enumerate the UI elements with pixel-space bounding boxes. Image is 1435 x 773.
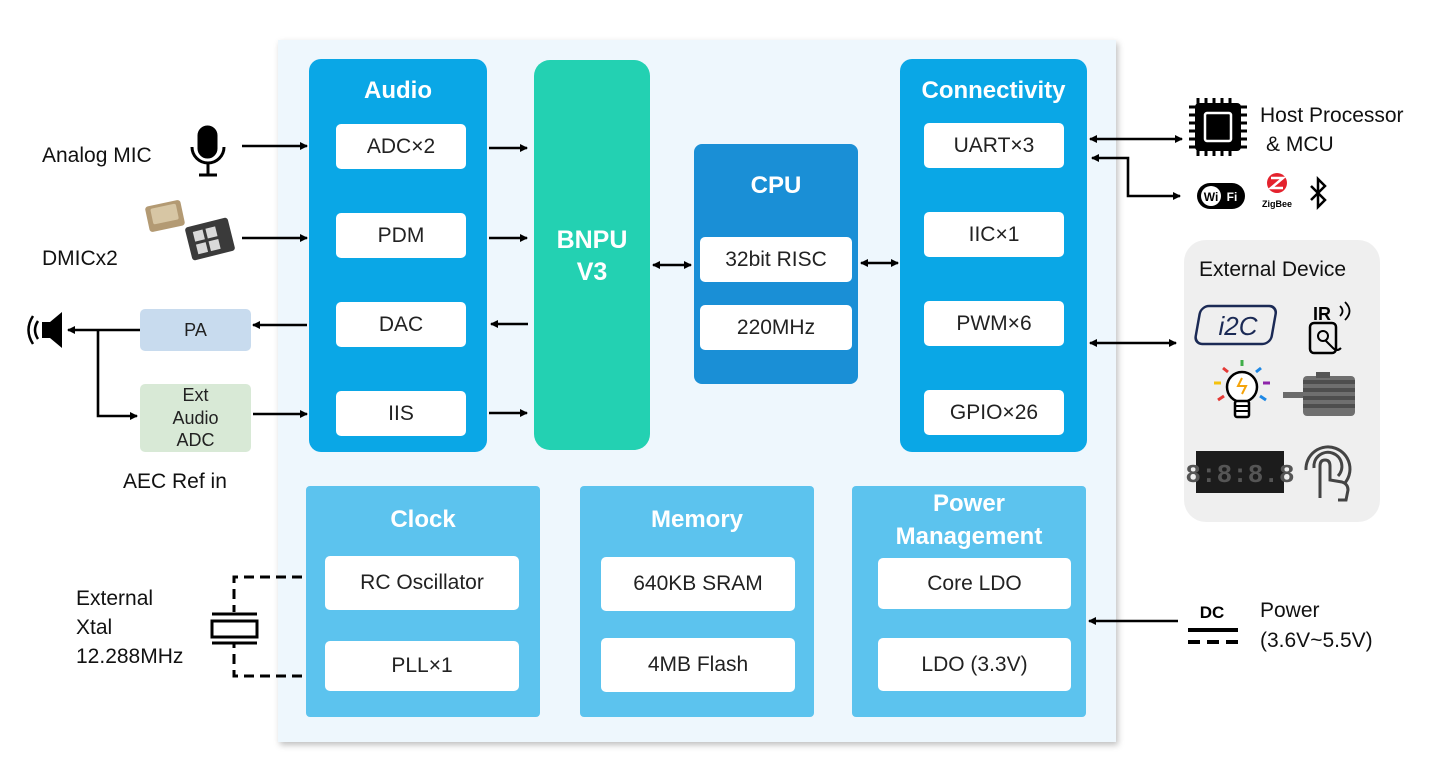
audio-title: Audio [364,77,432,104]
segment-display-icon: 8:8:8.8 [1185,451,1295,493]
power-mgmt-title-2: Management [895,523,1043,550]
xtal-label-2: Xtal [76,616,113,639]
cpu-freq: 220MHz [700,305,852,350]
svg-text:Wi: Wi [1204,190,1219,204]
bnpu-label-1: BNPU [556,226,628,254]
svg-text:Fi: Fi [1227,190,1238,204]
conn-iic: IIC×1 [924,212,1064,257]
bnpu-block: BNPU V3 [534,60,650,450]
i2c-icon: i2C [1194,304,1278,346]
dc-power-icon: DC [1188,603,1238,644]
audio-iis: IIS [336,391,466,436]
analog-mic-label: Analog MIC [42,144,152,167]
svg-text:i2C: i2C [1218,311,1257,341]
microphone-icon [190,125,226,177]
external-device-label: External Device [1199,258,1347,281]
touch-icon [1304,445,1352,502]
connectivity-block: Connectivity UART×3 IIC×1 PWM×6 GPIO×26 [900,59,1087,452]
svg-text:8:8:8.8: 8:8:8.8 [1185,460,1294,490]
clock-pll: PLL×1 [325,641,519,691]
memory-block: Memory 640KB SRAM 4MB Flash [580,486,814,717]
memory-flash: 4MB Flash [601,638,795,692]
power-mgmt-block: Power Management Core LDO LDO (3.3V) [852,486,1086,717]
clock-title: Clock [390,506,456,533]
xtal-line-top [232,575,302,612]
host-processor-label-2: & MCU [1266,133,1334,156]
pa-box: PA [140,309,251,351]
arrow-uart-wireless [1091,154,1181,200]
xtal-label-1: External [76,587,154,610]
zigbee-icon: ZigBee [1262,173,1292,209]
aec-ref-loop [96,330,138,420]
svg-text:DC: DC [1200,603,1225,622]
ext-audio-adc-box: Ext Audio ADC [140,384,251,452]
conn-pwm: PWM×6 [924,301,1064,346]
audio-dac: DAC [336,302,466,347]
audio-pdm: PDM [336,213,466,258]
cpu-block: CPU 32bit RISC 220MHz [694,144,858,384]
conn-uart: UART×3 [924,123,1064,168]
crystal-icon [210,612,259,645]
host-processor-label-1: Host Processor [1260,104,1404,127]
power-core-ldo: Core LDO [878,558,1071,609]
ir-sensor-icon: IR [1308,301,1351,355]
xtal-line-bottom [232,642,302,678]
svg-text:ZigBee: ZigBee [1262,199,1292,209]
processor-icon [1189,98,1247,156]
connectivity-title: Connectivity [921,77,1066,104]
motor-icon [1283,372,1355,416]
xtal-label-3: 12.288MHz [76,645,184,668]
cpu-risc: 32bit RISC [700,237,852,282]
conn-gpio: GPIO×26 [924,390,1064,435]
cpu-title: CPU [750,172,802,199]
wifi-icon: Wi Fi [1197,183,1245,209]
bluetooth-icon [1310,175,1327,211]
memory-sram: 640KB SRAM [601,557,795,611]
clock-rc: RC Oscillator [325,556,519,610]
clock-block: Clock RC Oscillator PLL×1 [306,486,540,717]
audio-block: Audio ADC×2 PDM DAC IIS [309,59,487,452]
audio-adc: ADC×2 [336,124,466,169]
dmic-label: DMICx2 [42,247,118,270]
svg-text:IR: IR [1313,304,1331,324]
dmic-chip-icon [145,200,235,261]
aec-ref-label: AEC Ref in [123,470,227,493]
memory-title: Memory [650,506,744,533]
power-mgmt-title-1: Power [932,490,1006,517]
power-label-2: (3.6V~5.5V) [1260,629,1373,652]
speaker-icon [27,312,62,348]
power-label-1: Power [1260,599,1320,622]
power-ldo-33: LDO (3.3V) [878,638,1071,691]
bnpu-label-2: V3 [576,258,608,286]
bulb-icon [1214,360,1270,419]
